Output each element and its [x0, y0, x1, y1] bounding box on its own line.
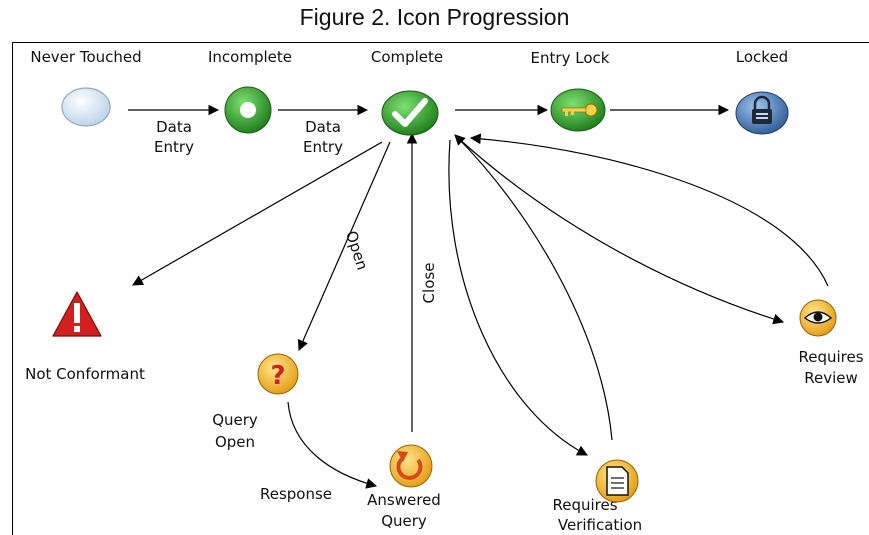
green-key-icon [550, 88, 606, 132]
yellow-circular-arrow-icon [389, 444, 433, 488]
edge-complete-to-review [457, 137, 785, 325]
red-warning-triangle-icon [52, 291, 102, 337]
yellow-document-icon [595, 459, 639, 503]
state-label-requires-review-line1: Requires [798, 348, 863, 366]
blue-padlock-icon [735, 91, 789, 135]
edge-queryopen-to-answered [287, 401, 378, 489]
svg-text:?: ? [270, 361, 285, 391]
state-label-answered-query-line2: Query [381, 512, 427, 530]
state-label-not-conformant: Not Conformant [25, 365, 145, 383]
empty-oval-icon [61, 87, 111, 127]
edge-label-open: Open [342, 229, 372, 273]
edge-complete-to-queryopen [297, 141, 391, 351]
yellow-eye-icon [799, 299, 837, 337]
edge-label-response: Response [260, 485, 332, 503]
green-checkmark-icon [381, 90, 439, 136]
edges [128, 104, 829, 489]
edge-label-data-entry-2-line2: Entry [303, 138, 343, 156]
edge-verification-to-complete [454, 134, 613, 441]
state-label-requires-review-line2: Review [804, 369, 858, 387]
state-label-answered-query-line1: Answered [367, 491, 441, 509]
state-label-requires-verification-line1: Requires [552, 496, 617, 514]
state-label-incomplete: Incomplete [208, 48, 292, 66]
edge-complete-to-notconformant [132, 141, 383, 286]
state-label-never-touched: Never Touched [30, 48, 141, 66]
edge-label-data-entry-1-line1: Data [156, 118, 192, 136]
state-label-entry-lock: Entry Lock [531, 49, 610, 67]
state-label-locked: Locked [736, 48, 788, 66]
state-label-query-open-line1: Query [212, 411, 258, 429]
edge-review-to-complete [469, 133, 829, 287]
state-label-complete: Complete [371, 48, 443, 66]
edge-label-data-entry-1-line2: Entry [154, 138, 194, 156]
yellow-question-icon: ? [257, 353, 299, 395]
edge-complete-to-verification [448, 139, 588, 456]
edge-label-data-entry-2-line1: Data [305, 118, 341, 136]
state-label-query-open-line2: Open [215, 433, 255, 451]
green-ring-icon [224, 86, 272, 134]
figure-title: Figure 2. Icon Progression [299, 4, 570, 30]
state-label-requires-verification-line2: Verification [558, 516, 642, 534]
diagram-frame [12, 42, 869, 535]
edge-label-close: Close [420, 263, 438, 304]
